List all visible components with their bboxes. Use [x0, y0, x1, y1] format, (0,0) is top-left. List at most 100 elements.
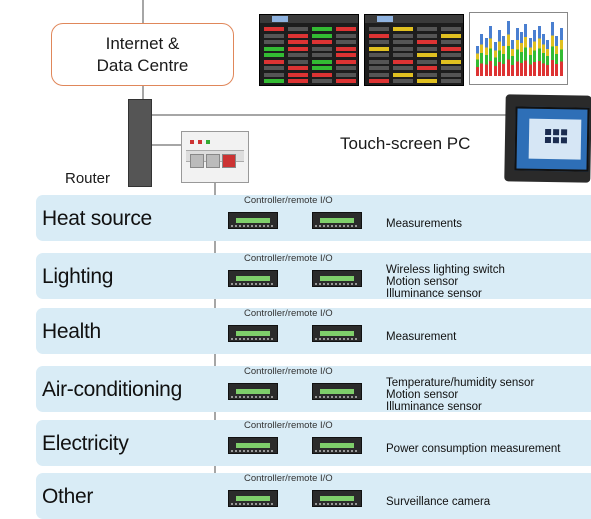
dashboard-cell: [264, 72, 284, 77]
sensor-description: Surveillance camera: [386, 496, 490, 508]
controller-caption: Controller/remote I/O: [244, 253, 333, 264]
controller-caption: Controller/remote I/O: [244, 366, 333, 377]
dashboard-cell: [312, 40, 332, 44]
dashboard-cell: [393, 33, 413, 38]
dashboard-cell: [393, 79, 413, 83]
category-label: Other: [42, 485, 94, 508]
dashboard-cell: [264, 27, 284, 31]
dashboard-cell: [369, 53, 389, 57]
dashboard-cell: [441, 33, 461, 38]
sensor-description-line: Temperature/humidity sensor: [386, 377, 535, 389]
dashboard-cell: [264, 40, 284, 44]
dashboard-cell: [417, 79, 437, 83]
dashboard-panel-1: [259, 14, 359, 86]
dashboard-cell: [312, 53, 332, 57]
controller-device-icon: [312, 437, 362, 454]
touch-screen-pc-icon: [504, 94, 591, 183]
dashboard-cell: [264, 59, 284, 64]
dashboard-cell: [336, 33, 356, 38]
sensor-description-line: Wireless lighting switch: [386, 264, 505, 276]
controller-caption: Controller/remote I/O: [244, 420, 333, 431]
dashboard-cell: [312, 27, 332, 31]
controller-device-icon: [312, 270, 362, 287]
touch-screen-pc-label: Touch-screen PC: [340, 134, 471, 153]
dashboard-cell: [393, 53, 413, 57]
trend-bar: [546, 40, 550, 76]
dashboard-cell: [369, 40, 389, 44]
dashboard-cell: [441, 66, 461, 70]
dashboard-cell: [288, 72, 308, 77]
dashboard-cell: [417, 59, 437, 64]
dashboard-cell: [393, 46, 413, 51]
dashboard-cell: [441, 79, 461, 83]
dashboard-cell: [336, 59, 356, 64]
sensor-description-line: Illuminance sensor: [386, 401, 482, 413]
dashboard-cell: [312, 79, 332, 83]
trend-bar: [550, 22, 554, 76]
dashboard-cell: [441, 27, 461, 31]
dashboard-cell: [441, 72, 461, 77]
trend-bar: [528, 38, 532, 76]
dashboard-cell: [288, 46, 308, 51]
router-icon: [128, 99, 152, 187]
trend-bar: [511, 40, 515, 76]
dashboard-cell: [369, 66, 389, 70]
sensor-description: Power consumption measurement: [386, 443, 561, 455]
controller-device-icon: [228, 383, 278, 400]
trend-bar: [533, 30, 537, 76]
dashboard-cell: [441, 40, 461, 44]
sensor-description: Measurement: [386, 331, 456, 343]
trend-bar: [493, 42, 497, 76]
dashboard-cell: [417, 53, 437, 57]
category-label: Electricity: [42, 432, 129, 455]
dashboard-cell: [288, 40, 308, 44]
dashboard-cell: [369, 33, 389, 38]
dashboard-cell: [393, 40, 413, 44]
controller-device-icon: [312, 325, 362, 342]
dashboard-cell: [336, 46, 356, 51]
trend-bar: [480, 34, 484, 76]
trend-bar: [515, 28, 519, 76]
controller-device-icon: [312, 490, 362, 507]
controller-caption: Controller/remote I/O: [244, 195, 333, 206]
sensor-description-line: Motion sensor: [386, 389, 459, 401]
internet-data-centre-box: Internet & Data Centre: [51, 23, 234, 86]
dashboard-cell: [417, 27, 437, 31]
trend-bar: [520, 32, 523, 76]
dashboard-cell: [417, 40, 437, 44]
dashboard-cell: [336, 53, 356, 57]
controller-device-icon: [228, 212, 278, 229]
dashboard-cell: [369, 59, 389, 64]
dashboard-cell: [312, 59, 332, 64]
dashboard-cell: [369, 72, 389, 77]
trend-bar: [502, 36, 506, 76]
dashboard-cell: [288, 66, 308, 70]
controller-caption: Controller/remote I/O: [244, 308, 333, 319]
dashboard-cell: [417, 66, 437, 70]
dashboard-cell: [288, 79, 308, 83]
dashboard-cell: [264, 53, 284, 57]
trend-bar: [476, 46, 479, 76]
dashboard-cell: [288, 59, 308, 64]
trend-bar: [506, 21, 510, 76]
dashboard-cell: [288, 33, 308, 38]
dashboard-cell: [417, 46, 437, 51]
sensor-description-line: Measurements: [386, 218, 463, 230]
trend-bar: [555, 36, 559, 76]
network-hub-icon: [181, 131, 249, 183]
dashboard-cell: [336, 66, 356, 70]
trend-bar: [524, 24, 528, 76]
sensor-description-line: Power consumption measurement: [386, 443, 561, 455]
controller-device-icon: [228, 325, 278, 342]
dashboard-cell: [312, 66, 332, 70]
sensor-description-line: Measurement: [386, 331, 457, 343]
controller-caption: Controller/remote I/O: [244, 473, 333, 484]
dashboard-cell: [264, 33, 284, 38]
trend-bar: [484, 38, 488, 76]
dashboard-cell: [336, 79, 356, 83]
trend-bar: [537, 26, 541, 76]
dashboard-cell: [417, 72, 437, 77]
sensor-description-line: Illuminance sensor: [386, 288, 482, 300]
